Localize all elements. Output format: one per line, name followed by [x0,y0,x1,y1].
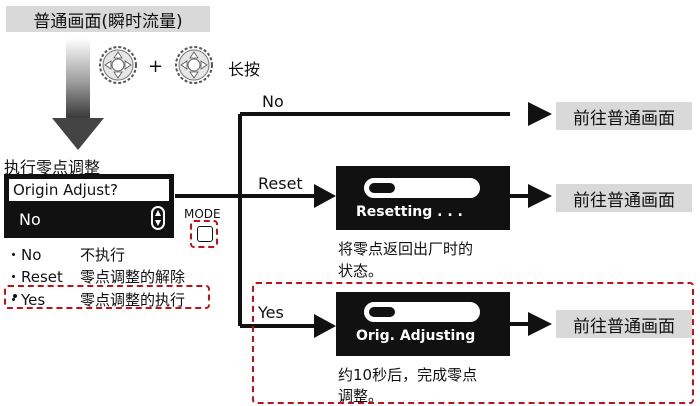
option-reset: ・Reset [6,268,63,286]
up-down-arrow-icon [151,206,165,230]
plus-sign: + [148,56,164,77]
reset-caption-line2: 状态。 [338,262,384,280]
option-no-desc: 不执行 [80,246,126,264]
orig-adjusting-display: Orig. Adjusting [336,292,510,356]
option-no-key: No [21,246,42,264]
origin-adjust-display: Origin Adjust? No [4,174,174,238]
dest-normal-screen-no: 前往普通画面 [556,102,692,130]
mode-label: MODE [184,207,221,221]
mode-button-highlight [190,220,218,248]
navigation-pad-icon-2 [175,46,213,84]
option-yes-highlight [4,285,210,309]
resetting-display: Resetting . . . [336,166,510,230]
yes-caption-line1: 约10秒后，完成零点 [338,366,478,384]
down-arrow [52,38,104,150]
yes-path-highlight [252,282,694,404]
normal-screen-title: 普通画面(瞬时流量) [6,6,210,32]
origin-adjust-value: No [19,210,41,229]
origin-adjust-question: Origin Adjust? [9,179,169,201]
option-no: ・No [6,246,42,264]
mode-button[interactable] [197,226,213,242]
option-yes: ・Yes [6,291,46,309]
flow-connector-lines [175,112,536,328]
dest-normal-screen-yes: 前往普通画面 [556,310,692,338]
option-reset-desc: 零点调整的解除 [80,268,186,286]
adjusting-progress-bar [364,302,480,322]
long-press-label: 长按 [228,60,261,79]
reset-caption-line1: 将零点返回出厂时的 [338,240,474,258]
bullet-dot [13,294,17,298]
resetting-text: Resetting . . . [356,204,463,220]
option-yes-desc: 零点调整的执行 [80,291,186,309]
branch-reset-label: Reset [258,174,303,193]
branch-no-label: No [262,92,284,111]
orig-adjusting-text: Orig. Adjusting [356,328,476,344]
yes-caption-line2: 调整。 [338,387,384,405]
zero-adjust-heading: 执行零点调整 [4,158,101,177]
navigation-pad-icon [99,46,137,84]
option-reset-key: Reset [21,268,63,286]
option-yes-key: Yes [21,291,46,309]
dest-normal-screen-reset: 前往普通画面 [556,184,692,212]
arrow-heads [314,102,552,338]
branch-yes-label: Yes [258,303,284,322]
resetting-progress-bar [364,178,480,198]
